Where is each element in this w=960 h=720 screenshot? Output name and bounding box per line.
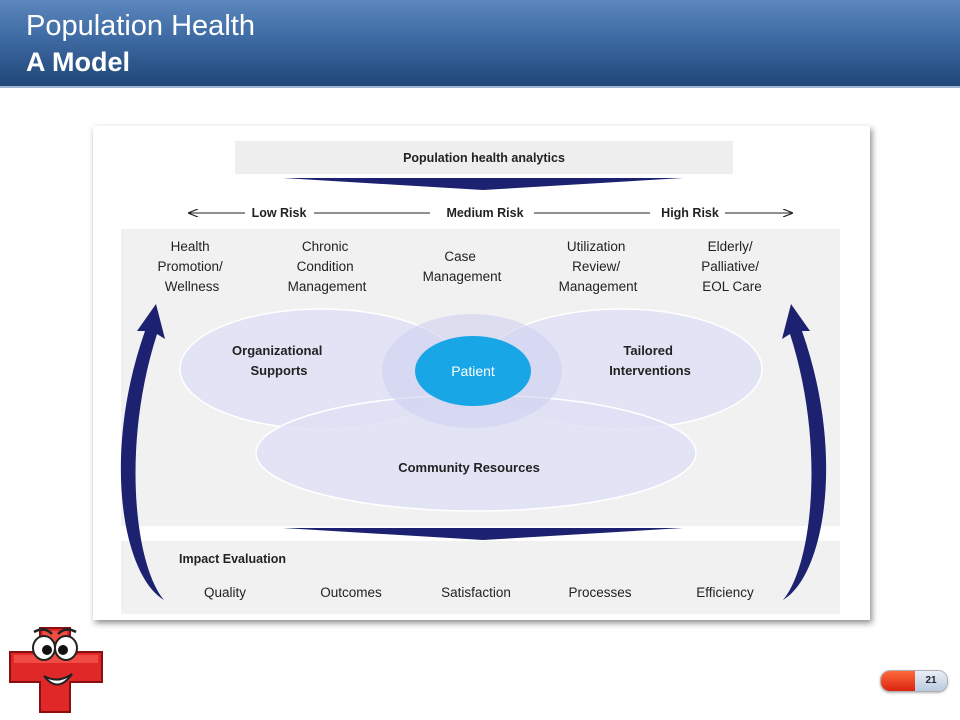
- page-number: 21: [915, 671, 947, 691]
- patient-label: Patient: [451, 363, 495, 379]
- risk-medium-label: Medium Risk: [446, 206, 523, 220]
- impact-item-quality: Quality: [204, 585, 246, 600]
- risk-high-label: High Risk: [661, 206, 719, 220]
- analytics-chevron: [283, 178, 683, 190]
- analytics-label: Population health analytics: [403, 151, 565, 165]
- red-cross-mascot-icon: [6, 618, 110, 718]
- impact-item-efficiency: Efficiency: [696, 585, 754, 600]
- slide-header: Population Health A Model: [0, 0, 960, 88]
- page-pill-decoration: [881, 671, 915, 691]
- impact-item-satisfaction: Satisfaction: [441, 585, 511, 600]
- page-number-badge: 21: [880, 670, 948, 692]
- slide-subtitle: A Model: [26, 47, 130, 78]
- impact-chevron: [283, 528, 683, 540]
- impact-item-processes: Processes: [568, 585, 631, 600]
- risk-low-label: Low Risk: [252, 206, 307, 220]
- care-category-elderly-palliative: Elderly/ Palliative/ EOL Care: [701, 239, 763, 294]
- population-health-model-diagram: Population health analytics Low Risk Med…: [93, 126, 870, 620]
- slide-title: Population Health: [26, 10, 255, 43]
- impact-title: Impact Evaluation: [179, 552, 286, 566]
- ellipse-bottom-label: Community Resources: [398, 460, 540, 475]
- impact-item-outcomes: Outcomes: [320, 585, 382, 600]
